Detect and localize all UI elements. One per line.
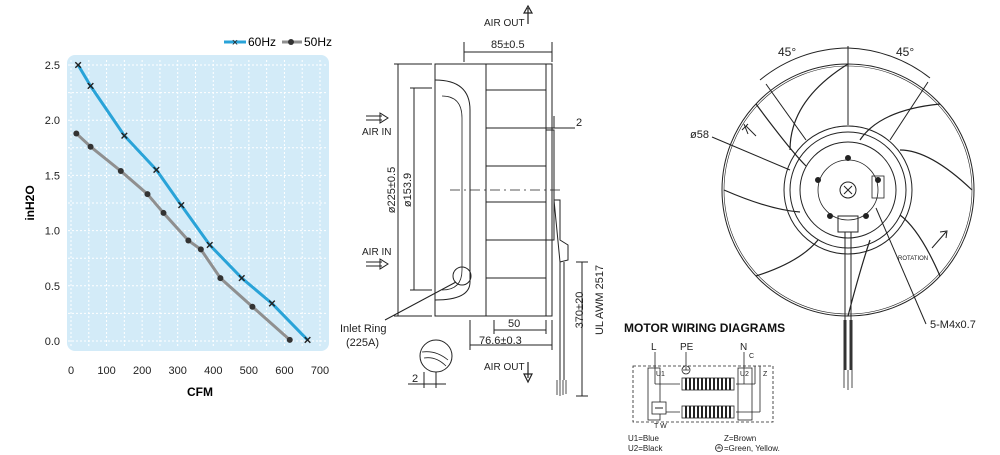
data-point-60Hz bbox=[153, 166, 160, 174]
y-tick-label: 2.5 bbox=[45, 60, 60, 72]
cable-length-label: 370±20 bbox=[574, 292, 586, 329]
x-tick-label: 500 bbox=[240, 365, 258, 377]
thermal-protector-icon bbox=[651, 401, 667, 415]
dia-225-label: ø225±0.5 bbox=[386, 167, 398, 213]
wiring-tw-label: T W bbox=[654, 423, 667, 430]
data-point-60Hz bbox=[304, 336, 311, 344]
air-out-top-arrow-icon bbox=[522, 4, 534, 24]
y-tick-label: 1.0 bbox=[45, 226, 60, 238]
data-point-50Hz bbox=[87, 143, 94, 150]
gap-2-bottom-label: 2 bbox=[412, 373, 418, 385]
dim-50-label: 50 bbox=[508, 318, 520, 330]
series-line-50Hz bbox=[75, 132, 291, 342]
rotation-label: ROTATION bbox=[898, 256, 928, 262]
x-tick-label: 100 bbox=[97, 365, 115, 377]
data-point-50Hz bbox=[160, 209, 167, 216]
side-view-drawing: AIR OUT 85±0.5 2 bbox=[340, 4, 606, 397]
air-in-bottom-arrow-icon bbox=[366, 258, 389, 270]
x-tick-label: 0 bbox=[68, 365, 74, 377]
data-point-50Hz bbox=[117, 167, 124, 174]
wiring-diagram: MOTOR WIRING DIAGRAMS bbox=[624, 321, 785, 453]
wiring-u1-label: U1 bbox=[656, 371, 665, 378]
wiring-n-label: N bbox=[740, 342, 747, 353]
wiring-z-label: Z bbox=[763, 371, 768, 378]
y-tick-label: 0.0 bbox=[45, 336, 60, 348]
air-out-bottom-label: AIR OUT bbox=[484, 362, 525, 373]
ground-legend-icon bbox=[715, 444, 723, 452]
dia-58-label: ø58 bbox=[690, 129, 709, 141]
y-tick-label: 1.5 bbox=[45, 170, 60, 182]
wiring-l-label: L bbox=[651, 342, 657, 353]
data-point-50Hz bbox=[286, 336, 293, 343]
data-point-60Hz bbox=[121, 132, 128, 139]
wiring-c-label: C bbox=[749, 353, 754, 360]
data-point-50Hz bbox=[197, 246, 204, 253]
mount-holes bbox=[815, 155, 881, 219]
air-out-bottom-arrow-icon bbox=[523, 362, 533, 384]
data-point-50Hz bbox=[217, 275, 224, 282]
data-point-60Hz bbox=[177, 201, 185, 209]
y-tick-label: 0.5 bbox=[45, 281, 60, 293]
chart-series bbox=[73, 61, 311, 344]
x-tick-label: 200 bbox=[133, 365, 151, 377]
air-in-top-label: AIR IN bbox=[362, 127, 391, 138]
angle-left-label: 45° bbox=[778, 45, 796, 59]
air-in-bottom-label: AIR IN bbox=[362, 247, 391, 258]
performance-chart: 0.0 0.5 1.0 1.5 2.0 2.5 0 100 200 300 400 500 600 70… bbox=[23, 35, 332, 399]
y-axis-label: inH2O bbox=[23, 185, 37, 220]
rotation-arrow-icon bbox=[931, 230, 948, 249]
data-point-50Hz bbox=[249, 303, 256, 310]
x-tick-label: 300 bbox=[169, 365, 187, 377]
front-view-drawing: 45° 45° bbox=[690, 45, 976, 390]
wiring-pe-label: PE bbox=[680, 342, 694, 353]
y-tick-label: 2.0 bbox=[45, 115, 60, 127]
wiring-u2-label: U2 bbox=[740, 371, 749, 378]
data-point-50Hz bbox=[185, 237, 192, 244]
dia-153-label: ø153.9 bbox=[402, 173, 414, 207]
legend-60hz: 60Hz bbox=[248, 35, 276, 49]
y-tick-labels: 0.0 0.5 1.0 1.5 2.0 2.5 bbox=[45, 60, 60, 348]
ground-icon bbox=[681, 365, 691, 375]
inlet-detail-circle bbox=[419, 339, 453, 373]
legend-z-label: Z=Brown bbox=[724, 434, 756, 443]
cable-spec-label: UL AWM 2517 bbox=[594, 265, 606, 335]
dim-76-label: 76.6±0.3 bbox=[479, 335, 522, 347]
x-tick-labels: 0 100 200 300 400 500 600 700 bbox=[68, 365, 329, 377]
air-in-top-arrow-icon bbox=[366, 112, 389, 124]
legend-u2-label: U2=Black bbox=[628, 444, 663, 453]
legend-pe-label: =Green, Yellow. bbox=[724, 444, 780, 453]
svg-text:×: × bbox=[232, 37, 238, 49]
x-axis-label: CFM bbox=[187, 385, 213, 399]
legend-u1-label: U1=Blue bbox=[628, 434, 659, 443]
data-point-60Hz bbox=[74, 61, 82, 69]
data-point-50Hz bbox=[144, 191, 151, 198]
air-direction-icon bbox=[741, 123, 757, 137]
data-point-60Hz bbox=[87, 82, 94, 90]
data-point-60Hz bbox=[268, 300, 276, 307]
chart-legend: × 60Hz 50Hz bbox=[224, 35, 332, 49]
wiring-title: MOTOR WIRING DIAGRAMS bbox=[624, 321, 785, 335]
dim-85-label: 85±0.5 bbox=[491, 39, 525, 51]
motor-windings bbox=[681, 377, 735, 419]
inlet-ring-size-label: (225A) bbox=[346, 337, 379, 349]
air-out-top-label: AIR OUT bbox=[484, 18, 525, 29]
mount-holes-label: 5-M4x0.7 bbox=[930, 319, 976, 331]
inlet-ring-label: Inlet Ring bbox=[340, 323, 386, 335]
x-tick-label: 400 bbox=[204, 365, 222, 377]
data-point-60Hz bbox=[206, 241, 214, 249]
data-point-50Hz bbox=[73, 130, 80, 137]
angle-right-label: 45° bbox=[896, 45, 914, 59]
data-point-60Hz bbox=[238, 274, 246, 282]
x-tick-label: 700 bbox=[311, 365, 329, 377]
x-tick-label: 600 bbox=[275, 365, 293, 377]
legend-50hz: 50Hz bbox=[304, 35, 332, 49]
gap-2-right-label: 2 bbox=[576, 117, 582, 129]
